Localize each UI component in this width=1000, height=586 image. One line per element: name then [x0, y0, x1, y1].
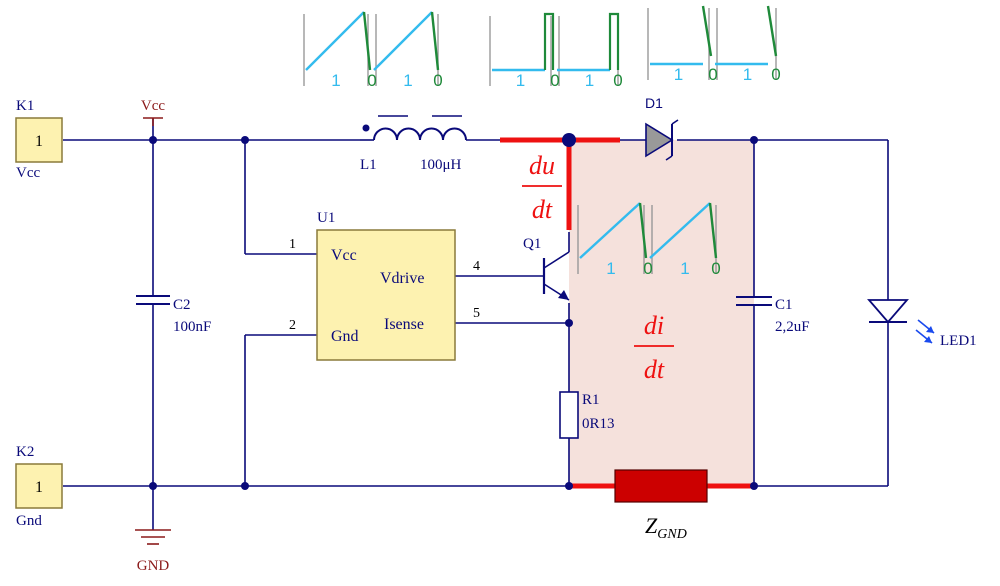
waveform-state-label: 0	[367, 71, 376, 90]
highlight-paths	[500, 137, 754, 489]
waveform-state-label: 1	[516, 71, 525, 90]
waveform-state-label: 0	[550, 71, 559, 90]
q1-ref: Q1	[523, 236, 541, 252]
transistor-q1: Q1	[523, 232, 570, 301]
k1-net: Vcc	[16, 165, 40, 181]
u1-pin-gnd: Gnd	[331, 328, 359, 345]
led-led1: LED1	[867, 299, 977, 349]
waveform-state-label: 1	[680, 259, 689, 278]
vcc-label: Vcc	[141, 98, 165, 114]
waveform-state-label: 1	[606, 259, 615, 278]
di-numerator: di	[644, 311, 664, 340]
resistor-r1: R1 0R13	[559, 391, 615, 439]
k2-net: Gnd	[16, 513, 42, 529]
waveform-drop	[766, 5, 778, 57]
connector-k1: K1 1 Vcc	[15, 98, 63, 181]
waveform-ramp	[305, 11, 365, 71]
c1-ref: C1	[775, 297, 793, 313]
u1-ref: U1	[317, 210, 335, 226]
wires	[63, 118, 889, 530]
waveform-transistor-current: 1 0 1 0	[577, 202, 721, 278]
c2-value: 100nF	[173, 319, 211, 335]
du-denominator: dt	[532, 195, 553, 224]
waveform-drop	[701, 5, 713, 57]
zgnd-label: ZGND	[645, 513, 687, 542]
u1-pin4-number: 4	[473, 259, 480, 274]
inductor-l1: L1 100μH	[360, 115, 467, 173]
l1-value: 100μH	[420, 157, 462, 173]
waveform-state-label: 0	[708, 65, 717, 84]
waveform-state-label: 0	[711, 259, 720, 278]
waveform-ramp	[373, 11, 433, 71]
du-numerator: du	[529, 151, 555, 180]
waveform-state-label: 1	[674, 65, 683, 84]
ground-impedance-zgnd: ZGND	[614, 469, 708, 542]
waveform-drop	[638, 202, 648, 259]
waveform-state-label: 1	[403, 71, 412, 90]
connector-k2: K2 1 Gnd	[15, 444, 63, 529]
c2-ref: C2	[173, 297, 191, 313]
u1-pin2-number: 2	[289, 318, 296, 333]
waveform-state-label: 1	[585, 71, 594, 90]
di-dt-annotation: di dt	[634, 311, 674, 384]
u1-pin-vcc: Vcc	[331, 247, 357, 264]
waveform-ramp	[649, 202, 711, 259]
current-loop-area	[569, 140, 754, 486]
u1-pin-isense: Isense	[384, 316, 424, 333]
waveform-drop	[430, 11, 440, 71]
du-dt-annotation: du dt	[522, 151, 562, 224]
junctions	[149, 133, 758, 490]
waveform-state-label: 1	[331, 71, 340, 90]
k2-body	[15, 463, 63, 509]
gnd-power-symbol: GND	[135, 529, 171, 574]
r1-ref: R1	[582, 392, 600, 408]
k2-ref: K2	[16, 444, 34, 460]
ic-u1: U1 Vcc Vdrive Isense Gnd 1 2 4 5	[289, 210, 480, 361]
waveform-drop	[362, 11, 372, 71]
d1-ref: D1	[645, 95, 663, 111]
waveform-inductor-current: 1 0 1 0	[303, 11, 443, 90]
u1-pin-vdrive: Vdrive	[380, 270, 424, 287]
waveform-drop	[708, 202, 718, 259]
gnd-label: GND	[137, 558, 170, 574]
capacitor-c1: C1 2,2uF	[736, 296, 810, 335]
k2-pin: 1	[35, 479, 43, 496]
k1-body	[15, 117, 63, 163]
k1-ref: K1	[16, 98, 34, 114]
u1-pin1-number: 1	[289, 237, 296, 252]
capacitor-c2: C2 100nF	[136, 295, 211, 335]
u1-body	[316, 229, 456, 361]
waveform-drop	[543, 12, 555, 70]
c1-value: 2,2uF	[775, 319, 810, 335]
led1-ref: LED1	[940, 333, 977, 349]
diode-d1: D1	[620, 95, 679, 161]
r1-value: 0R13	[582, 416, 615, 432]
waveform-state-label: 0	[613, 71, 622, 90]
vcc-power-symbol: Vcc	[141, 98, 165, 126]
waveform-state-label: 0	[643, 259, 652, 278]
waveform-state-label: 0	[433, 71, 442, 90]
waveform-drop	[608, 12, 620, 70]
u1-pin5-number: 5	[473, 306, 480, 321]
l1-ref: L1	[360, 157, 377, 173]
di-denominator: dt	[644, 355, 665, 384]
waveform-state-label: 0	[771, 65, 780, 84]
waveform-ramp	[579, 202, 641, 259]
zgnd-sub: GND	[657, 527, 687, 542]
k1-pin: 1	[35, 133, 43, 150]
zgnd-main: Z	[645, 513, 658, 538]
waveform-state-label: 1	[743, 65, 752, 84]
